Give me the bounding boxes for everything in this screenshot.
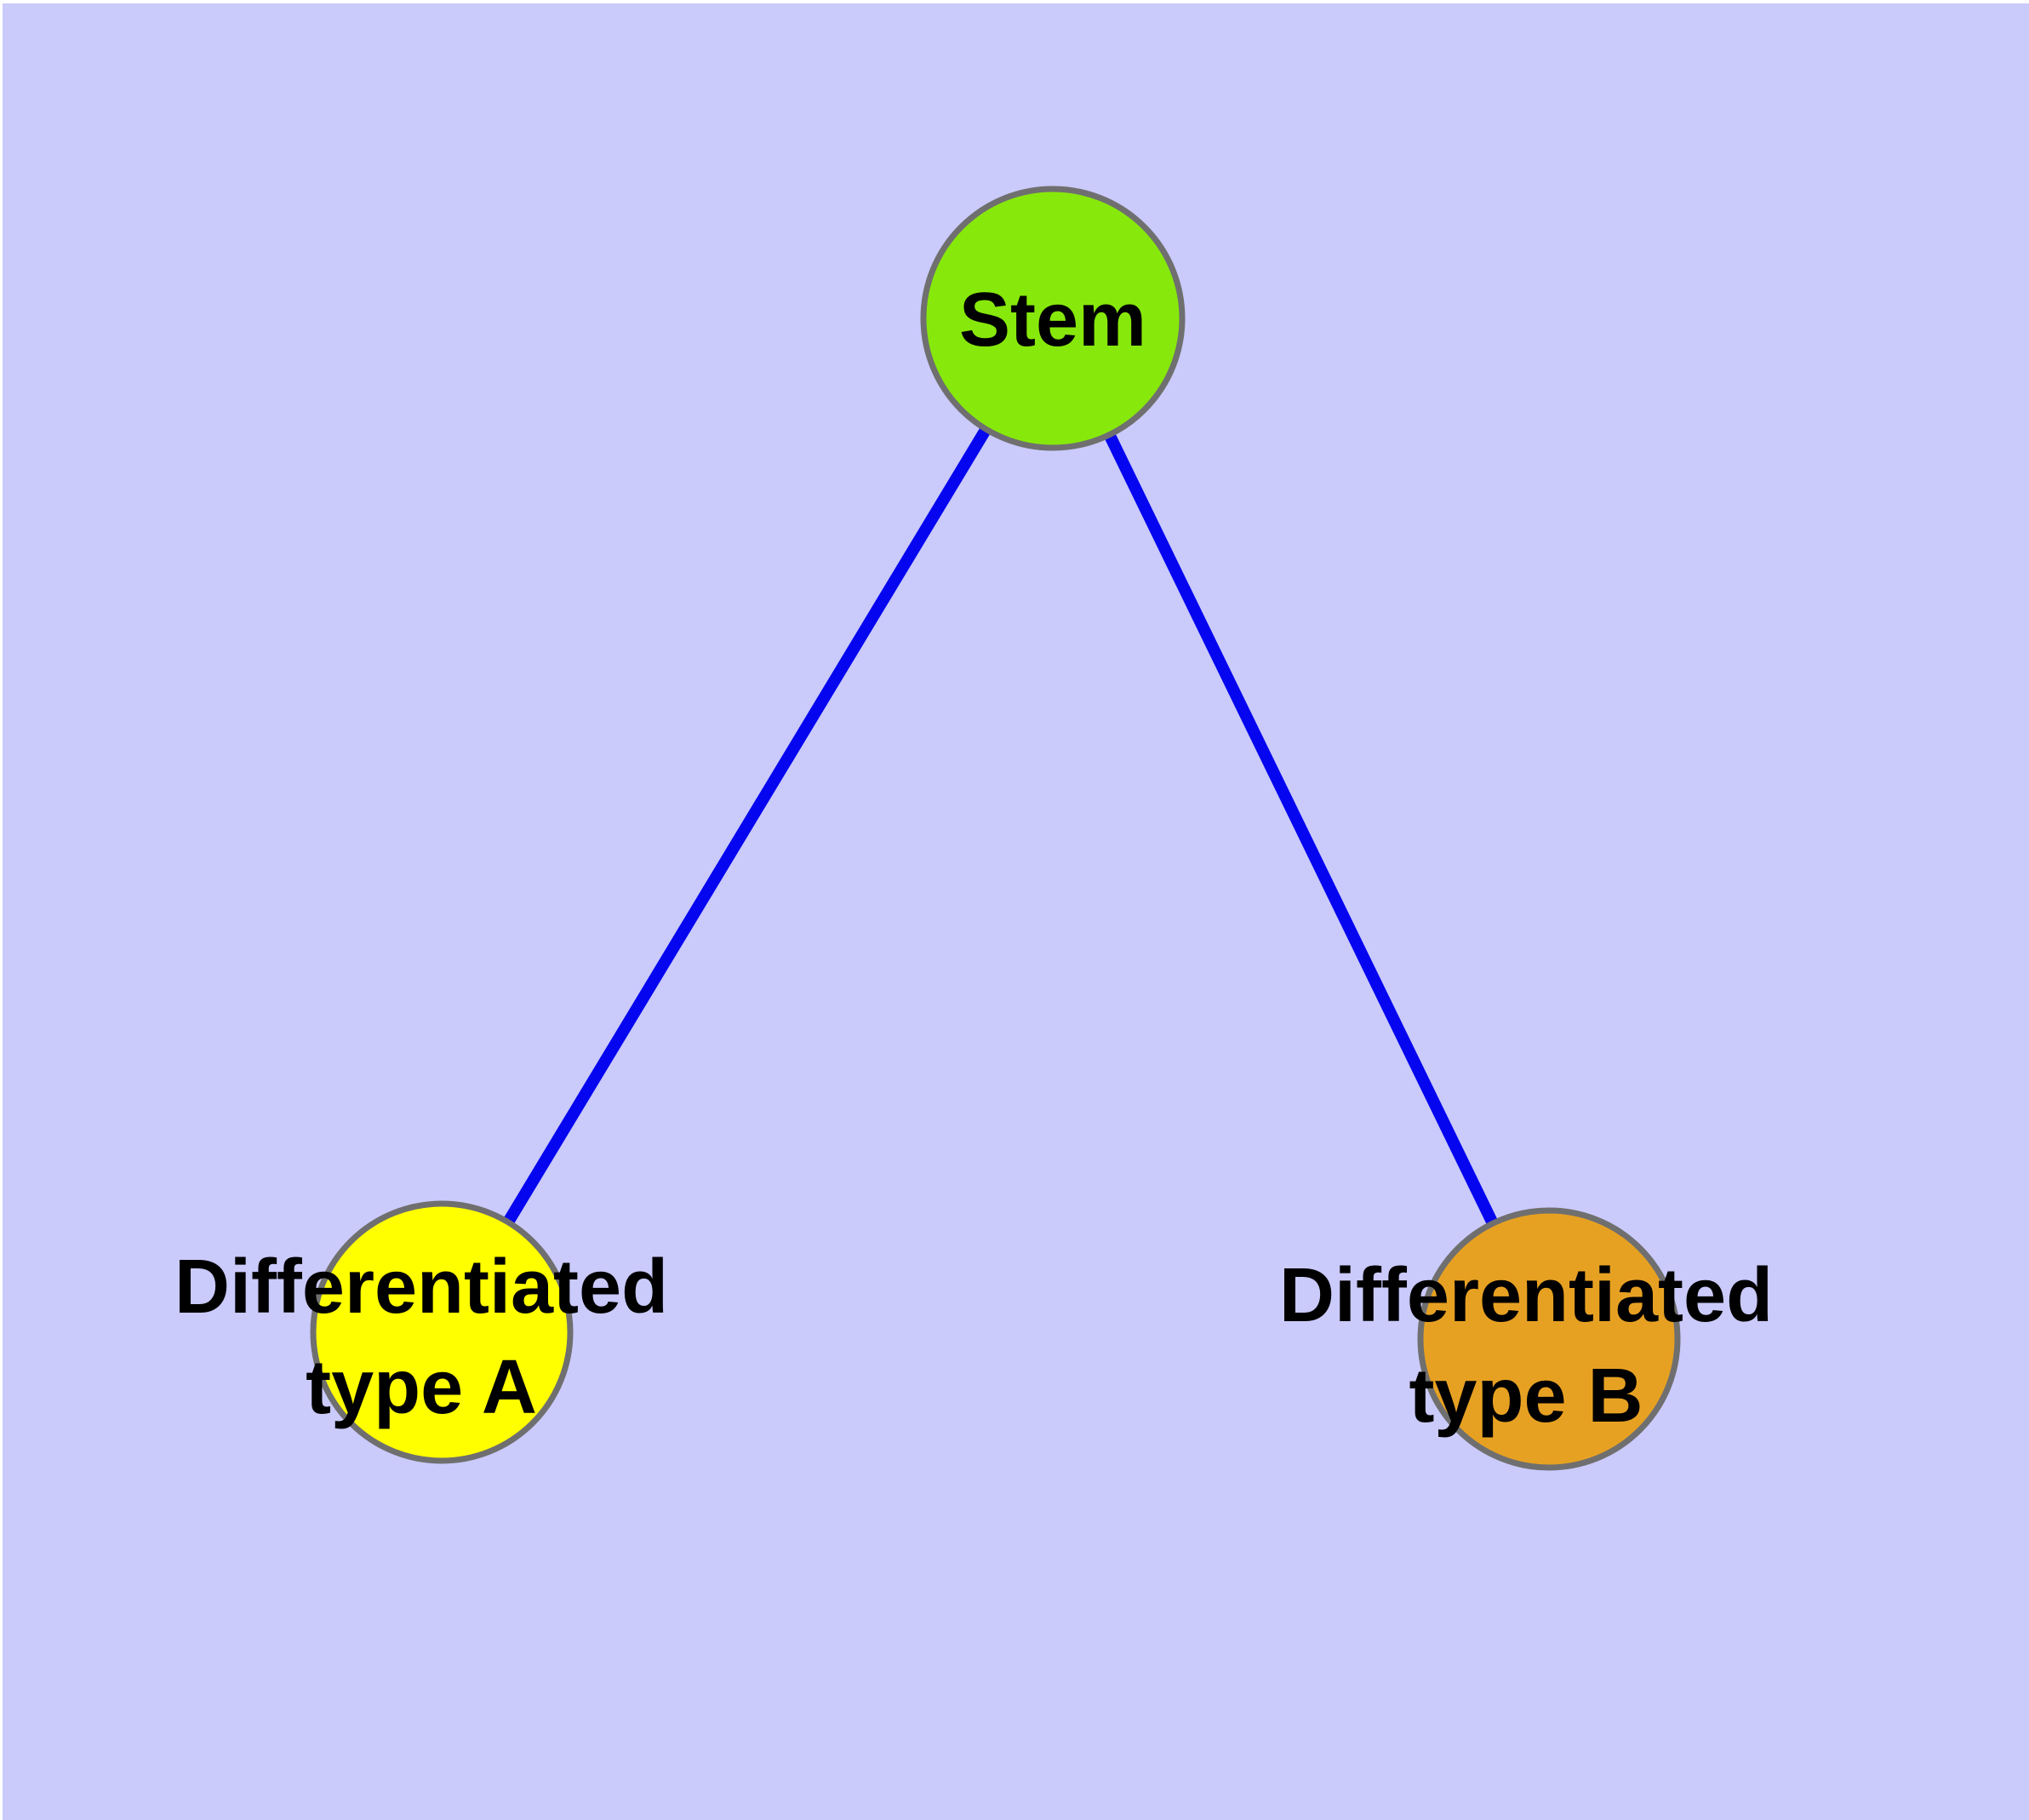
- node-type-a: [310, 1200, 574, 1464]
- edge-stem-to-type-a: [437, 315, 1058, 1336]
- node-stem: [920, 186, 1186, 451]
- edge-stem-to-type-b: [1047, 315, 1555, 1342]
- node-type-b: [1417, 1207, 1681, 1471]
